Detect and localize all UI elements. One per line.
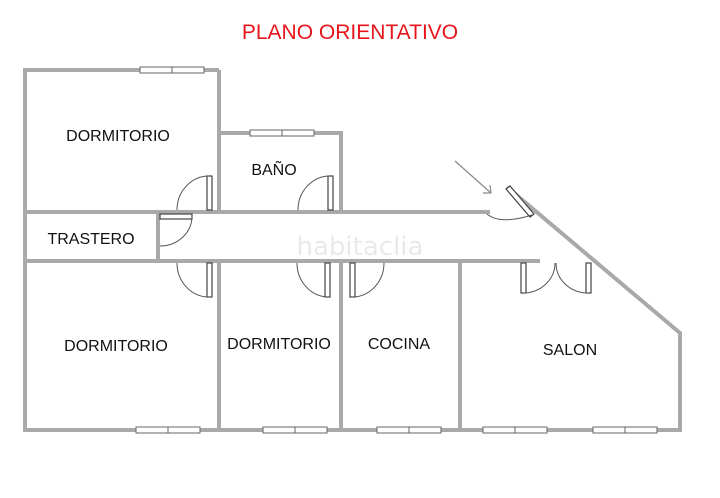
door-trastero: [159, 213, 193, 247]
label-trastero: TRASTERO: [47, 231, 134, 248]
window-bathroom: [249, 129, 315, 137]
watermark-logo: habitaclia: [297, 232, 424, 262]
wall-outer-left: [23, 68, 460, 432]
room-labels: DORMITORIO BAÑO TRASTERO DORMITORIO DORM…: [47, 128, 597, 359]
label-dormitorio-bottom-left: DORMITORIO: [64, 338, 168, 355]
label-dormitorio-bottom-mid: DORMITORIO: [227, 336, 331, 353]
label-salon: SALON: [543, 342, 597, 359]
wall-salon-diagonal: [460, 185, 682, 432]
plan-title: PLANO ORIENTATIVO: [242, 21, 458, 44]
entrance-arrow-icon: [454, 160, 492, 194]
window-salon-1: [482, 426, 548, 434]
door-bathroom: [297, 175, 334, 211]
doors: [159, 175, 592, 298]
door-bedroom-left: [176, 262, 213, 298]
door-entrance: [486, 185, 535, 221]
window-bedroom-left: [135, 426, 201, 434]
windows: [135, 66, 658, 434]
door-top-bedroom: [176, 175, 213, 211]
window-top-bedroom: [139, 66, 205, 74]
label-cocina: COCINA: [368, 336, 431, 353]
label-bano: BAÑO: [251, 159, 296, 179]
door-bedroom-mid: [296, 262, 331, 298]
door-salon-double: [520, 262, 592, 294]
window-bedroom-mid: [262, 426, 328, 434]
label-dormitorio-top: DORMITORIO: [66, 128, 170, 145]
window-cocina: [376, 426, 442, 434]
window-salon-2: [592, 426, 658, 434]
door-cocina: [349, 262, 385, 298]
